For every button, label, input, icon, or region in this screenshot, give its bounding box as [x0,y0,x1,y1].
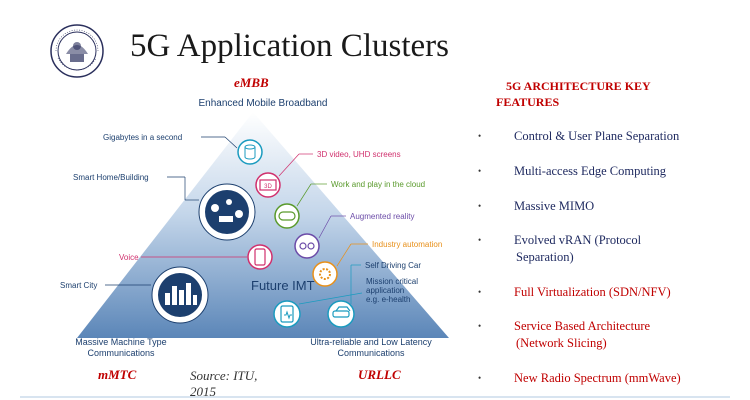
tag-mmtc: mMTC [98,367,137,382]
tag-embb: eMBB [234,75,269,90]
bullet-icon: • [478,131,482,141]
svg-text:3D: 3D [264,184,272,190]
label-massive-machine-type: Massive Machine Type Communications [75,337,166,358]
feature-text: Full Virtualization (SDN/NFV) [514,285,671,299]
features-title: 5G ARCHITECTURE KEY FEATURES [496,78,651,110]
feature-text: Evolved vRAN (Protocol Separation) [514,232,744,266]
gamepad-icon [274,203,300,229]
features-title-line1: 5G ARCHITECTURE KEY [506,79,651,93]
feature-text: Control & User Plane Separation [514,129,680,143]
feature-text: New Radio Spectrum (mmWave) [514,371,681,385]
gear-icon [312,261,338,287]
ar-headset-icon [294,233,320,259]
application-clusters-diagram: Enhanced Mobile Broadband Future IMT Gig… [60,98,449,358]
politecnico-seal-logo [50,24,104,78]
label-smart-city: Smart City [60,281,97,290]
label-enhanced-mobile-broadband: Enhanced Mobile Broadband [199,98,328,109]
feature-text: Service Based Architecture (Network Slic… [514,318,744,352]
svg-text:Ultra-reliable and Low Latency: Ultra-reliable and Low Latency [310,337,432,347]
page-title: 5G Application Clusters [130,28,449,64]
feature-text: Multi-access Edge Computing [514,164,667,178]
feature-text: Massive MIMO [514,199,595,213]
label-3d-video: 3D video, UHD screens [317,150,401,159]
label-self-driving-car: Self Driving Car [365,261,421,270]
label-work-play-cloud: Work and play in the cloud [331,180,425,189]
label-ultra-reliable-low-latency: Ultra-reliable and Low Latency Communica… [310,337,432,358]
bullet-icon: • [478,321,482,331]
svg-text:Communications: Communications [337,348,405,358]
label-smart-home: Smart Home/Building [73,173,149,182]
label-mission-critical: Mission critical application e.g. e-heal… [366,277,418,304]
bullet-icon: • [478,373,482,383]
3d-tv-icon: 3D [255,172,281,198]
bullet-icon: • [478,235,482,245]
feature-text-line1: Service Based Architecture [514,319,651,333]
svg-text:Communications: Communications [87,348,155,358]
mmtc-cluster-icon [151,266,209,324]
feature-text-line1: Evolved vRAN (Protocol [514,233,642,247]
label-voice: Voice [119,253,139,262]
footer-divider [20,396,730,398]
source-citation: Source: ITU, 2015 [190,368,258,399]
database-icon [237,139,263,165]
bullet-icon: • [478,166,482,176]
label-industry-automation: Industry automation [372,240,442,249]
bullet-icon: • [478,287,482,297]
embb-cluster-icon [198,183,256,241]
svg-text:Mission critical: Mission critical [366,277,418,286]
pyramid-triangle [77,112,449,338]
label-future-imt: Future IMT [251,278,315,293]
tag-urllc: URLLC [358,367,401,382]
svg-text:e.g. e-health: e.g. e-health [366,295,410,304]
svg-text:Massive Machine Type: Massive Machine Type [75,337,166,347]
feature-text-line2: (Network Slicing) [516,336,607,350]
bullet-icon: • [478,201,482,211]
label-augmented-reality: Augmented reality [350,212,414,221]
health-device-icon [273,300,301,328]
label-gigabytes: Gigabytes in a second [103,133,182,142]
svg-text:application: application [366,286,404,295]
features-title-line2: FEATURES [496,95,560,109]
phone-icon [247,244,273,270]
car-icon [327,300,355,328]
feature-text-line2: Separation) [516,250,574,264]
